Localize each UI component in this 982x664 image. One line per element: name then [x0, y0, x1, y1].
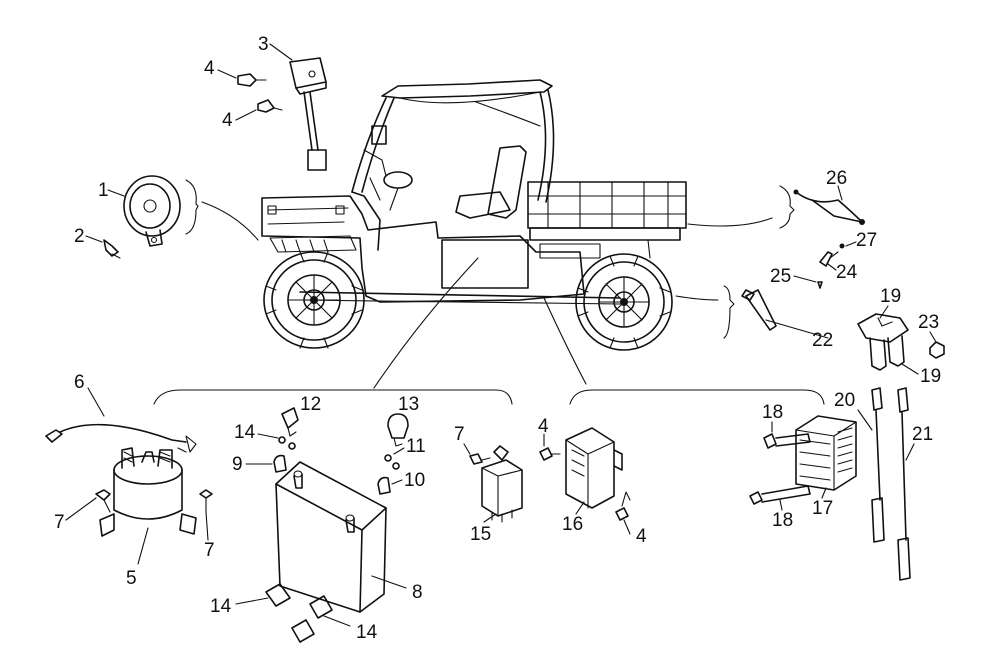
callout-25: 25	[770, 266, 791, 287]
callout-14-b: 14	[210, 596, 232, 617]
relay-box-assembly	[237, 57, 327, 171]
leader-right	[543, 297, 587, 385]
callout-4-a: 4	[204, 58, 215, 79]
callout-1: 1	[98, 180, 109, 201]
callout-8: 8	[412, 582, 423, 603]
callout-15: 15	[470, 524, 491, 545]
callout-3: 3	[258, 34, 269, 55]
callout-27: 27	[856, 230, 877, 251]
utv-vehicle	[261, 79, 687, 351]
callout-18-a: 18	[762, 402, 783, 423]
callout-7-b: 7	[204, 540, 215, 561]
starter-solenoid-assembly	[45, 423, 213, 565]
callout-6: 6	[74, 372, 85, 393]
cdi-unit-assembly	[539, 427, 631, 521]
callout-4-c: 4	[538, 416, 549, 437]
flasher-relay-assembly	[469, 445, 523, 523]
bracket-right	[569, 389, 825, 405]
callout-10: 10	[404, 470, 425, 491]
callout-17: 17	[812, 498, 833, 519]
callout-2: 2	[74, 226, 85, 247]
callout-labels: 1 2 3 4 4 4 4 5 6 7 7 7 8 9 10 11 12 13 …	[54, 34, 941, 643]
callout-14-c: 14	[356, 622, 378, 643]
callout-26: 26	[826, 168, 847, 189]
sensor-assembly	[687, 185, 865, 289]
bracket-left	[153, 389, 513, 405]
leader-left	[373, 257, 479, 389]
callout-9: 9	[232, 454, 243, 475]
front-wheel	[263, 251, 365, 349]
callout-18-b: 18	[772, 510, 793, 531]
callout-5: 5	[126, 568, 137, 589]
callout-14-a: 14	[234, 422, 256, 443]
ignition-coil-assembly	[675, 285, 945, 371]
callout-13: 13	[398, 394, 419, 415]
callout-4-d: 4	[636, 526, 647, 547]
callout-12: 12	[300, 394, 321, 415]
voltage-regulator-assembly	[749, 387, 911, 581]
callout-11: 11	[406, 436, 426, 457]
callout-19-b: 19	[920, 366, 941, 387]
callout-21: 21	[912, 424, 933, 445]
horn-assembly	[103, 175, 259, 259]
callout-7-c: 7	[454, 424, 465, 445]
callout-24: 24	[836, 262, 858, 283]
callout-19-a: 19	[880, 286, 901, 307]
callout-4-b: 4	[222, 110, 233, 131]
callout-23: 23	[918, 312, 939, 333]
rear-wheel	[575, 253, 673, 351]
battery-assembly	[235, 407, 409, 643]
callout-22: 22	[812, 330, 833, 351]
callout-7-a: 7	[54, 512, 65, 533]
callout-16: 16	[562, 514, 583, 535]
callout-20: 20	[834, 390, 855, 411]
